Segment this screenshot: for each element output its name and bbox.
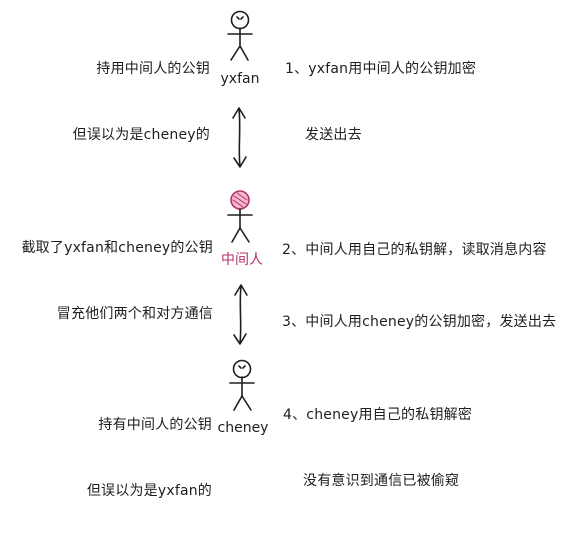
cheney-side-note: 持有中间人的公钥 但误以为是yxfan的 — [40, 370, 212, 546]
step-1-line-1: 1、yxfan用中间人的公钥加密 — [285, 61, 477, 77]
cheney-steps: 4、cheney用自己的私钥解密 没有意识到通信已被偷窥 — [283, 360, 472, 536]
yxfan-side-note-line-1: 持用中间人的公钥 — [96, 61, 210, 77]
cheney-side-note-line-1: 持有中间人的公钥 — [98, 417, 212, 433]
step-2: 2、中间人用自己的私钥解，读取消息内容 — [282, 242, 547, 258]
diagram-graphics — [227, 10, 255, 411]
step-4-line-1: 4、cheney用自己的私钥解密 — [283, 407, 473, 423]
stick-figure-middleman — [227, 190, 253, 243]
middleman-side-note-line-1: 截取了yxfan和cheney的公钥 — [21, 240, 213, 256]
middleman-steps: 2、中间人用自己的私钥解，读取消息内容 3、中间人用cheney的公钥加密，发送… — [282, 190, 556, 382]
diagram-canvas: 持用中间人的公钥 但误以为是cheney的 yxfan 1、yxfan用中间人的… — [4, 10, 556, 499]
stick-figure-yxfan — [227, 10, 253, 61]
step-4-line-2: 没有意识到通信已被偷窥 — [303, 473, 460, 489]
middleman-label: 中间人 — [221, 252, 263, 268]
cheney-label: cheney — [217, 420, 269, 436]
double-arrow-top — [232, 107, 247, 168]
step-1-line-2: 发送出去 — [305, 127, 362, 143]
yxfan-side-note-line-2: 但误以为是cheney的 — [72, 127, 210, 143]
yxfan-steps: 1、yxfan用中间人的公钥加密 发送出去 — [285, 14, 476, 190]
middleman-side-note-line-2: 冒充他们两个和对方通信 — [56, 306, 213, 322]
cheney-side-note-line-2: 但误以为是yxfan的 — [86, 483, 212, 499]
double-arrow-bottom — [233, 284, 248, 345]
middleman-side-note: 截取了yxfan和cheney的公钥 冒充他们两个和对方通信 — [4, 193, 213, 369]
stick-figure-cheney — [229, 359, 255, 411]
step-3: 3、中间人用cheney的公钥加密，发送出去 — [282, 314, 557, 330]
yxfan-label: yxfan — [220, 71, 260, 87]
yxfan-side-note: 持用中间人的公钥 但误以为是cheney的 — [30, 14, 210, 190]
